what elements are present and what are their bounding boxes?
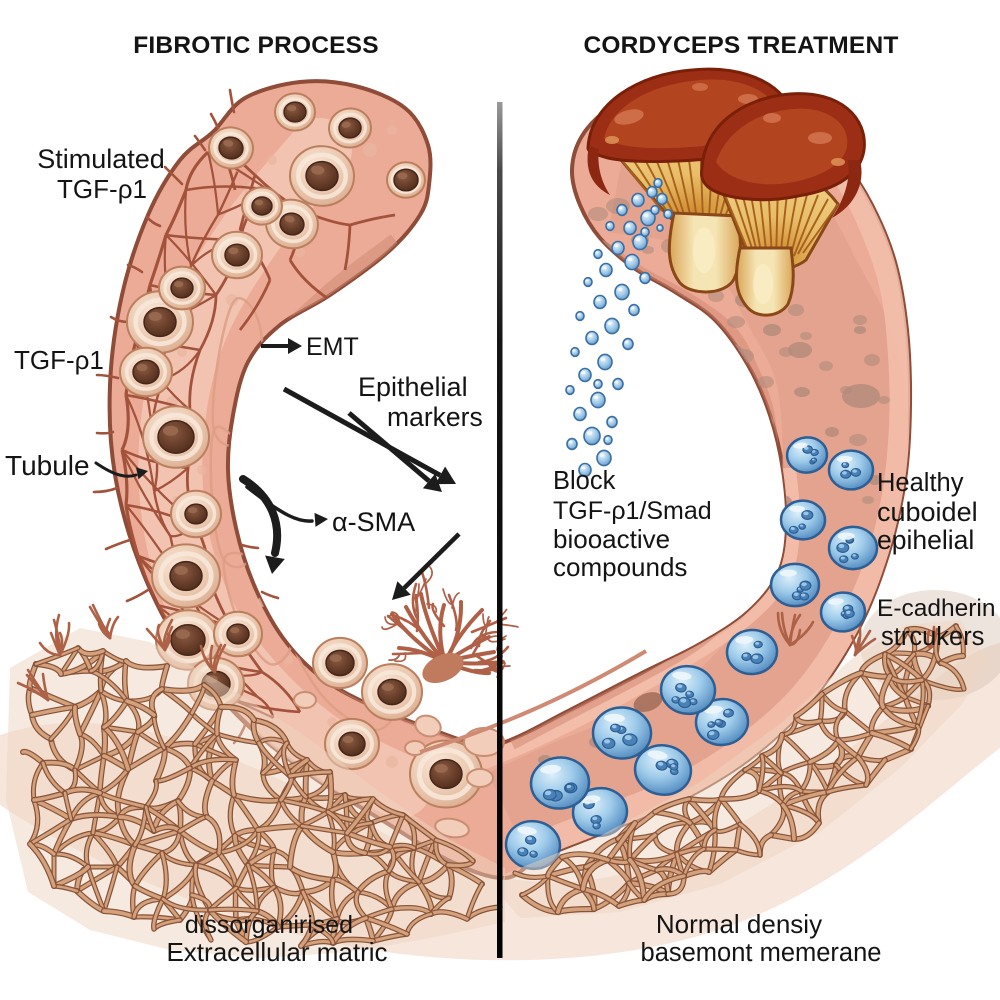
svg-text:CORDYCEPS TREATMENT: CORDYCEPS TREATMENT	[583, 32, 898, 59]
svg-text:FIBROTIC PROCESS: FIBROTIC PROCESS	[133, 32, 379, 59]
svg-text:TGF-ρ1: TGF-ρ1	[14, 345, 104, 375]
svg-text:Stimulated: Stimulated	[37, 144, 165, 174]
svg-text:Block: Block	[553, 467, 616, 495]
svg-text:Epithelial: Epithelial	[358, 372, 468, 402]
svg-text:dissorganirised: dissorganirised	[185, 911, 353, 939]
svg-text:EMT: EMT	[306, 333, 359, 361]
svg-text:α-SMA: α-SMA	[332, 507, 415, 537]
svg-text:epihelial: epihelial	[877, 525, 974, 555]
svg-text:TGF-ρ1/Smad: TGF-ρ1/Smad	[553, 497, 712, 525]
svg-text:cuboidel: cuboidel	[877, 497, 978, 527]
svg-text:Extracellular matric: Extracellular matric	[166, 937, 387, 967]
svg-text:E-cadherin: E-cadherin	[877, 595, 995, 622]
svg-text:biooactive: biooactive	[553, 524, 670, 554]
svg-text:Normal densiy: Normal densiy	[656, 909, 822, 939]
svg-text:compounds: compounds	[553, 552, 687, 582]
svg-text:strcukers: strcukers	[881, 623, 984, 651]
svg-text:TGF-ρ1: TGF-ρ1	[57, 174, 147, 204]
svg-text:basemont memerane: basemont memerane	[641, 939, 882, 967]
svg-text:markers: markers	[387, 402, 483, 432]
svg-text:Healthy: Healthy	[877, 469, 964, 497]
svg-text:Tubule: Tubule	[5, 450, 90, 481]
